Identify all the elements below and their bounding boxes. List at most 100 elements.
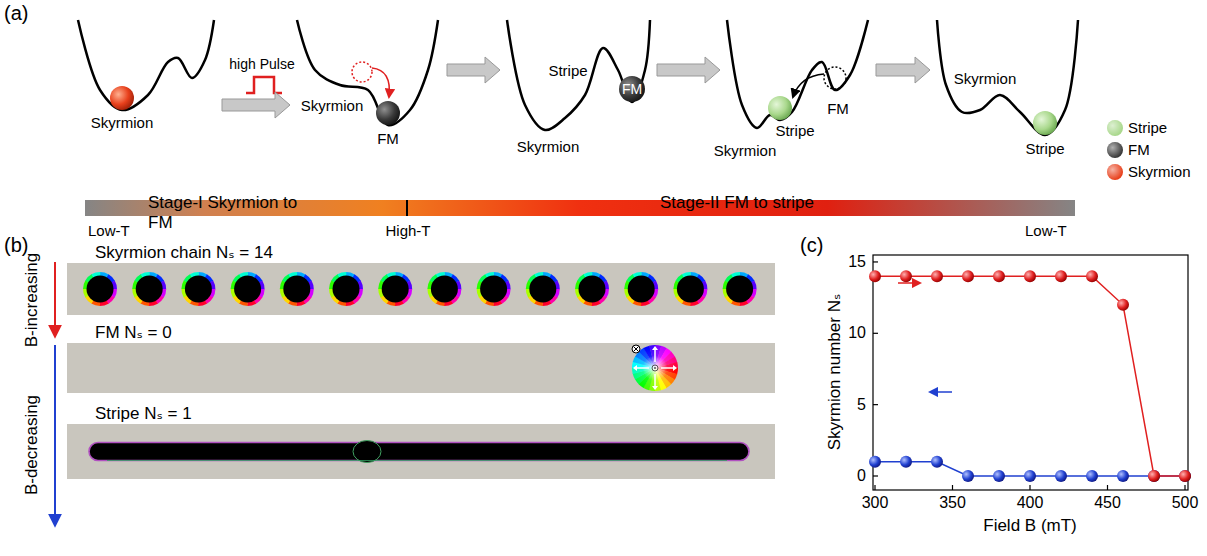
axis-tick [873, 261, 878, 262]
state-label: Stripe [1025, 140, 1064, 157]
axis-tick [873, 333, 878, 334]
panel-letter: (c) [800, 234, 823, 257]
data-marker [869, 270, 881, 282]
pulse-label: high Pulse [229, 56, 294, 72]
tick-label: 500 [1172, 494, 1199, 512]
skyrmion-core [431, 276, 458, 303]
state-ball [768, 96, 792, 120]
move-arrow [372, 68, 389, 97]
skyrmion-core [136, 276, 163, 303]
stage-label: Stage-II FM to stripe [660, 193, 814, 213]
data-marker [1086, 470, 1098, 482]
tick-label: 350 [939, 494, 966, 512]
sweep-label: B-increasing [22, 253, 42, 348]
band-heading: Skyrmion chain Nₛ = 14 [67, 243, 775, 263]
skyrmion-core [185, 276, 212, 303]
data-marker [1179, 470, 1191, 482]
skyrmion-core [234, 276, 261, 303]
data-marker [1055, 470, 1067, 482]
stage-label: Stage-I Skyrmion to FM [148, 193, 318, 232]
energy-curve [727, 20, 868, 128]
data-marker [931, 456, 943, 468]
axis-tick [952, 485, 953, 490]
skyrmion-core [382, 276, 409, 303]
axis-title: Skyrmion number Nₛ [825, 294, 845, 451]
legend-swatch-box [1106, 162, 1126, 182]
data-marker [1179, 470, 1191, 482]
data-marker [1086, 270, 1098, 282]
axis-tick [1107, 485, 1108, 490]
axis-tick [874, 485, 875, 490]
axis-tick [1184, 485, 1185, 490]
state-ball [1033, 111, 1057, 135]
legend-swatch-box [1106, 140, 1126, 160]
skyrmion-core [529, 276, 556, 303]
axis-tick [873, 475, 878, 476]
stripe-domain [89, 443, 749, 461]
swatch-shine [1107, 164, 1123, 180]
temperature-label: Low-T [88, 222, 130, 239]
legend-item: FM [1106, 140, 1150, 160]
state-label: Skyrmion [301, 97, 364, 114]
band-ground [67, 424, 775, 479]
skyrmion-core [677, 276, 704, 303]
energy-curve [297, 20, 438, 125]
data-marker [993, 470, 1005, 482]
energy-curve [937, 20, 1078, 135]
tick-label: 5 [857, 396, 866, 414]
legend-item: Stripe [1106, 118, 1167, 138]
data-marker [1117, 299, 1129, 311]
step-arrow [657, 57, 720, 83]
wheel-arrow [673, 365, 677, 371]
skyrmion-core [480, 276, 507, 303]
state-band: Skyrmion chain Nₛ = 14 [67, 243, 775, 315]
move-arrow [793, 74, 824, 97]
data-marker [962, 270, 974, 282]
wheel-arrow [652, 386, 658, 390]
skyrmion-core [333, 276, 360, 303]
data-marker [1055, 270, 1067, 282]
data-marker [1024, 270, 1036, 282]
data-marker [1148, 470, 1160, 482]
swatch-shine [1107, 142, 1123, 158]
legend-text: Skyrmion [1106, 162, 1191, 182]
legend-swatch [1107, 142, 1123, 158]
state-label: FM [827, 100, 849, 117]
state-band: Stripe Nₛ = 1 [67, 404, 775, 479]
data-marker [931, 270, 943, 282]
state-ball [110, 86, 134, 110]
state-label: Skyrmion [954, 70, 1017, 87]
wheel-arrow [633, 365, 637, 371]
data-marker [1117, 470, 1129, 482]
tick-label: 0 [857, 467, 866, 485]
wheel-arrow [654, 374, 656, 386]
sweep-label: B-decreasing [22, 395, 42, 495]
data-marker [900, 270, 912, 282]
skyrmion-core [726, 276, 753, 303]
skyrmion-core [579, 276, 606, 303]
band-art [67, 343, 775, 393]
state-label: FM [622, 81, 642, 97]
skyrmion-core [283, 276, 310, 303]
tick-label: 450 [1094, 494, 1121, 512]
step-arrow [447, 57, 500, 83]
wheel-arrow [637, 367, 649, 369]
state-label: Skyrmion [91, 114, 154, 131]
band-heading: FM Nₛ = 0 [67, 323, 775, 343]
data-marker [1024, 470, 1036, 482]
data-marker [993, 270, 1005, 282]
state-label: Skyrmion [714, 142, 777, 159]
wheel-arrow [654, 350, 656, 362]
data-marker [900, 456, 912, 468]
state-label: Stripe [775, 122, 814, 139]
sweep-arrow [930, 391, 952, 393]
into-plane-symbol [634, 347, 639, 352]
band-heading: Stripe Nₛ = 1 [67, 404, 775, 424]
state-ball [619, 76, 645, 102]
sweep-arrow [54, 345, 56, 525]
dashed-ball [352, 62, 372, 82]
data-marker [869, 456, 881, 468]
step-arrow [876, 57, 930, 83]
temperature-label: Low-T [1025, 222, 1067, 239]
